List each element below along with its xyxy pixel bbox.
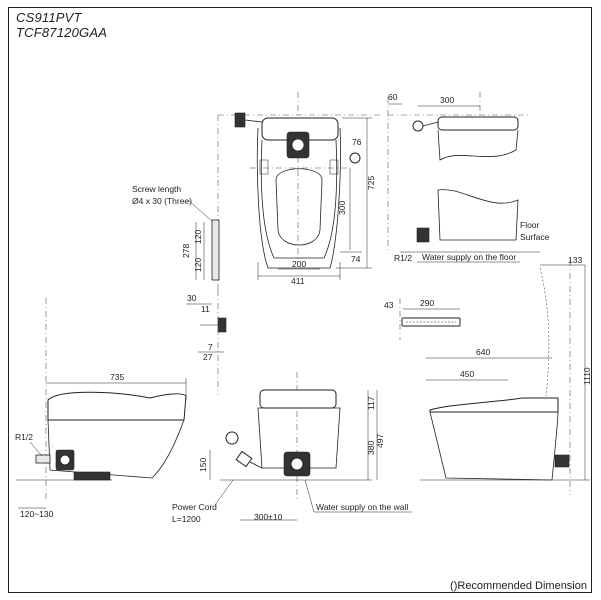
dim-300pm10: 300±10 — [254, 512, 283, 522]
dim-74: 74 — [351, 254, 361, 264]
side-body — [437, 129, 519, 161]
plan-bowl — [275, 168, 323, 246]
model-number-2: TCF87120GAA — [16, 25, 108, 40]
front-tank — [259, 389, 337, 409]
remote-detail: 43 290 — [384, 298, 461, 340]
plan-hose — [244, 119, 263, 123]
bracket-plate — [211, 219, 220, 281]
side-bowl — [47, 419, 185, 479]
side-elevation: 735 R1/2 120~130 — [15, 298, 187, 519]
label-r12-top: R1/2 — [394, 253, 412, 263]
dim-120-lower: 120 — [193, 258, 203, 272]
dim-1110: 1110 — [582, 367, 592, 385]
mounting-bracket: Screw length Ø4 x 30 (Three) 278 120 120 — [132, 184, 220, 281]
side-valve — [412, 120, 424, 132]
dim-30: 30 — [187, 293, 197, 303]
dim-11: 11 — [201, 304, 210, 314]
dim-278: 278 — [181, 244, 191, 258]
dim-60: 60 — [388, 92, 398, 102]
front-hose-fitting — [235, 450, 253, 468]
sheet-border — [8, 7, 592, 593]
plan-valve-ring — [291, 138, 305, 152]
dim-76: 76 — [352, 137, 362, 147]
dim-411: 411 — [291, 276, 305, 286]
dim-735: 735 — [110, 372, 124, 382]
outlet-detail: 30 11 7 27 — [186, 290, 227, 395]
plan-hinge-right — [329, 159, 339, 175]
front-wall-valve — [225, 431, 239, 445]
dim-133: 133 — [568, 255, 582, 265]
label-floor: Floor — [520, 220, 540, 230]
label-power-cord: Power Cord — [172, 502, 217, 512]
dim-120-130: 120~130 — [20, 509, 54, 519]
plan-wall-valve — [234, 112, 246, 128]
dim-300-top: 300 — [440, 95, 454, 105]
label-supply-wall: Water supply on the wall — [316, 502, 408, 512]
plan-hinge-left — [259, 159, 269, 175]
dim-300-vertical: 300 — [337, 201, 347, 215]
label-screw-spec: Ø4 x 30 (Three) — [132, 196, 192, 206]
plan-side-fitting — [349, 152, 361, 164]
dim-380: 380 — [366, 441, 376, 455]
right-bowl — [429, 411, 559, 481]
dim-725: 725 — [366, 176, 376, 190]
model-number-1: CS911PVT — [16, 10, 82, 25]
floor-valve — [416, 227, 430, 243]
dim-117: 117 — [366, 396, 376, 410]
dim-120-upper: 120 — [193, 230, 203, 244]
dim-640: 640 — [476, 347, 490, 357]
front-body — [257, 407, 341, 469]
label-surface: Surface — [520, 232, 550, 242]
dim-7: 7 — [208, 342, 213, 352]
label-screw-length: Screw length — [132, 184, 181, 194]
label-cord-length: L=1200 — [172, 514, 201, 524]
side-base — [73, 471, 111, 481]
label-r12-left: R1/2 — [15, 432, 33, 442]
dim-43: 43 — [384, 300, 394, 310]
plan-view: 725 300 76 74 200 411 — [217, 92, 380, 290]
side-detail: 60 300 Floor Surface R1/2 Water supply o… — [387, 92, 550, 263]
dim-200: 200 — [292, 259, 306, 269]
plan-body-inner — [260, 139, 338, 259]
right-elevation: 133 640 450 1110 — [420, 255, 592, 495]
plan-body — [256, 127, 341, 269]
dim-27: 27 — [203, 352, 213, 362]
right-valve — [554, 454, 570, 468]
side-tank — [437, 116, 519, 131]
dim-497: 497 — [375, 434, 385, 448]
dim-150: 150 — [198, 458, 208, 472]
side-lower — [437, 189, 519, 241]
outlet-box — [217, 317, 227, 333]
right-open-lid — [539, 267, 550, 397]
side-pipe — [35, 454, 51, 464]
footer-note: ()Recommended Dimension — [450, 580, 587, 592]
label-supply-floor: Water supply on the floor — [422, 252, 516, 262]
dim-290: 290 — [420, 298, 434, 308]
right-lid — [429, 397, 559, 413]
front-elevation: 117 380 497 150 300±10 Power Cord L=1200… — [172, 372, 412, 524]
dim-450: 450 — [460, 369, 474, 379]
side-lid — [47, 391, 187, 421]
